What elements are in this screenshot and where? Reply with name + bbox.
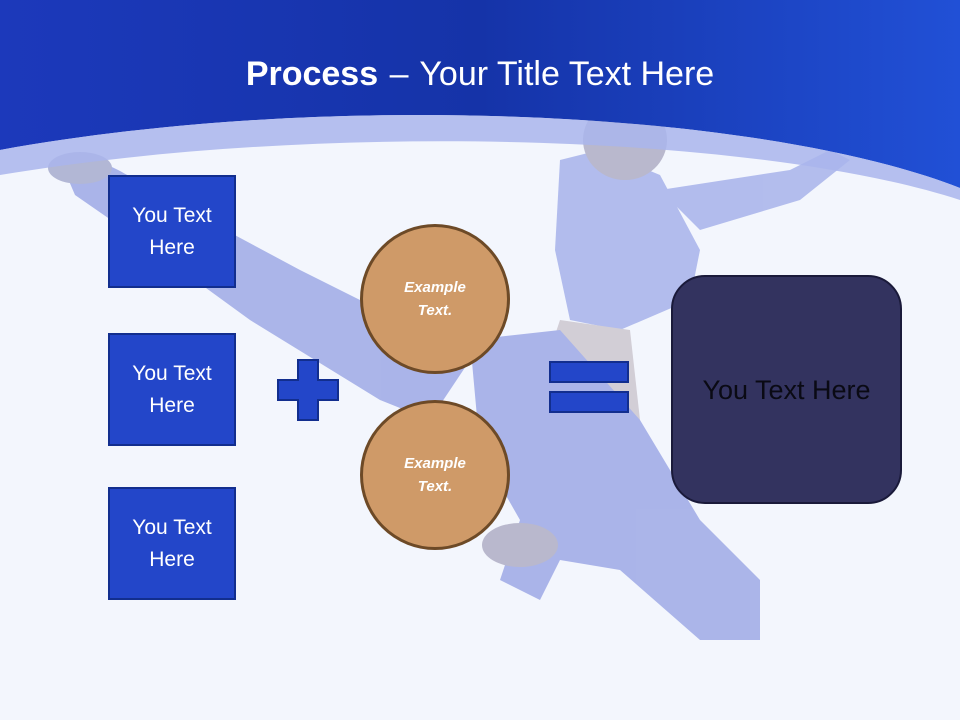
slide-title: Process – Your Title Text Here xyxy=(0,52,960,96)
header-band xyxy=(0,0,960,188)
left-box-1[interactable]: You Text Here xyxy=(108,175,236,288)
title-bold: Process xyxy=(245,55,379,93)
title-dash: – xyxy=(389,55,409,93)
title-rest: Your Title Text Here xyxy=(419,55,715,93)
equals-icon xyxy=(549,361,629,413)
header-swoosh xyxy=(0,114,960,200)
left-box-2[interactable]: You Text Here xyxy=(108,333,236,446)
left-box-3[interactable]: You Text Here xyxy=(108,487,236,600)
result-box[interactable]: You Text Here xyxy=(671,275,902,504)
circle-bottom[interactable]: Example Text. xyxy=(360,400,510,550)
circle-top[interactable]: Example Text. xyxy=(360,224,510,374)
plus-icon xyxy=(277,359,339,421)
